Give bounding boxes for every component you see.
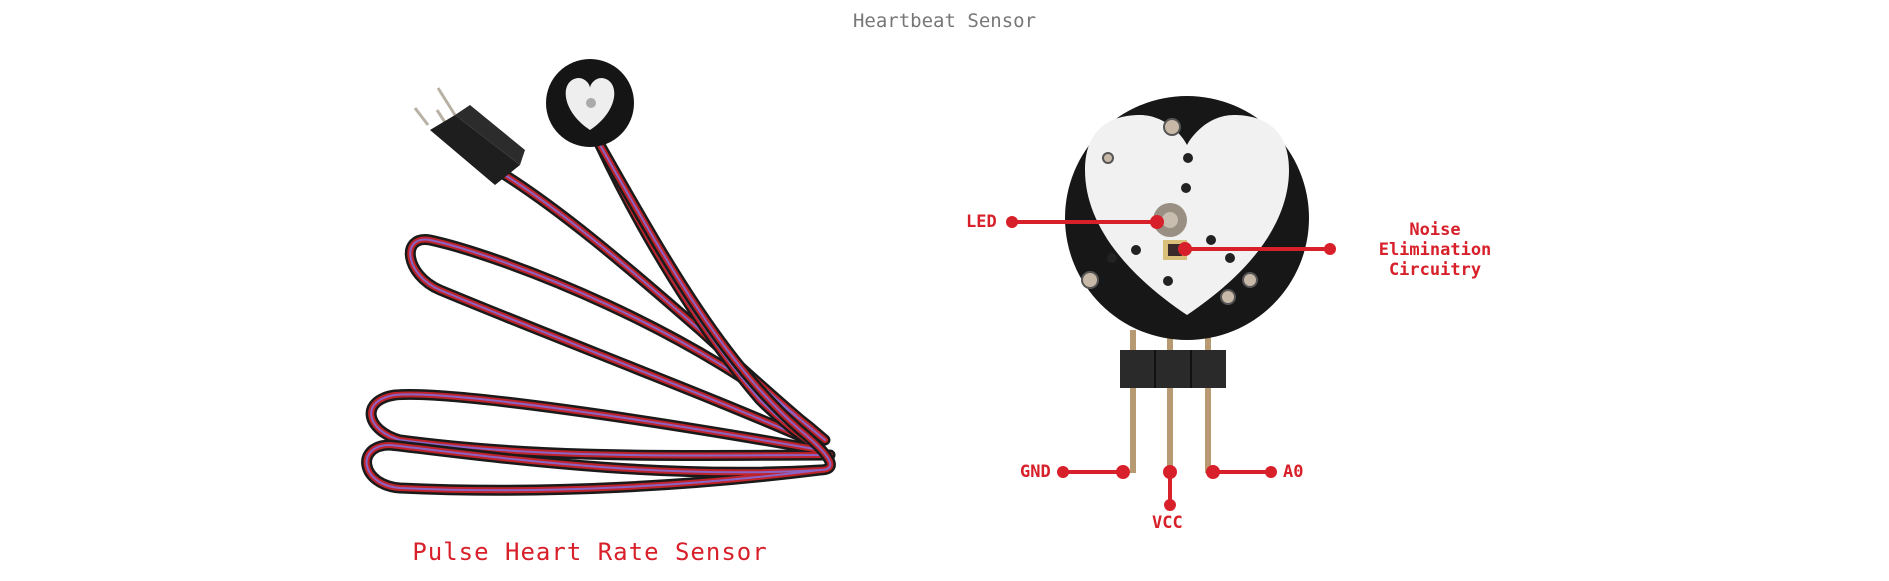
callouts — [1006, 215, 1336, 511]
label-vcc: VCC — [1152, 513, 1183, 533]
label-a0: A0 — [1283, 462, 1304, 482]
diagram-title: Heartbeat Sensor — [852, 10, 1037, 32]
pin-header — [1120, 330, 1226, 473]
sensor-disc — [546, 59, 634, 147]
label-noise-elimination: Noise Elimination Circuitry — [1360, 220, 1510, 280]
pulse-sensor-cable-image — [367, 59, 831, 490]
jumper-connector — [413, 87, 525, 185]
label-gnd: GND — [1020, 462, 1051, 482]
label-noise-line1: Noise — [1409, 220, 1461, 240]
sensor-board-image — [1065, 96, 1309, 473]
label-led: LED — [966, 212, 997, 232]
label-noise-line2: Elimination — [1378, 240, 1492, 260]
label-noise-line3: Circuitry — [1388, 260, 1482, 280]
caption-pulse-sensor: Pulse Heart Rate Sensor — [412, 538, 768, 566]
